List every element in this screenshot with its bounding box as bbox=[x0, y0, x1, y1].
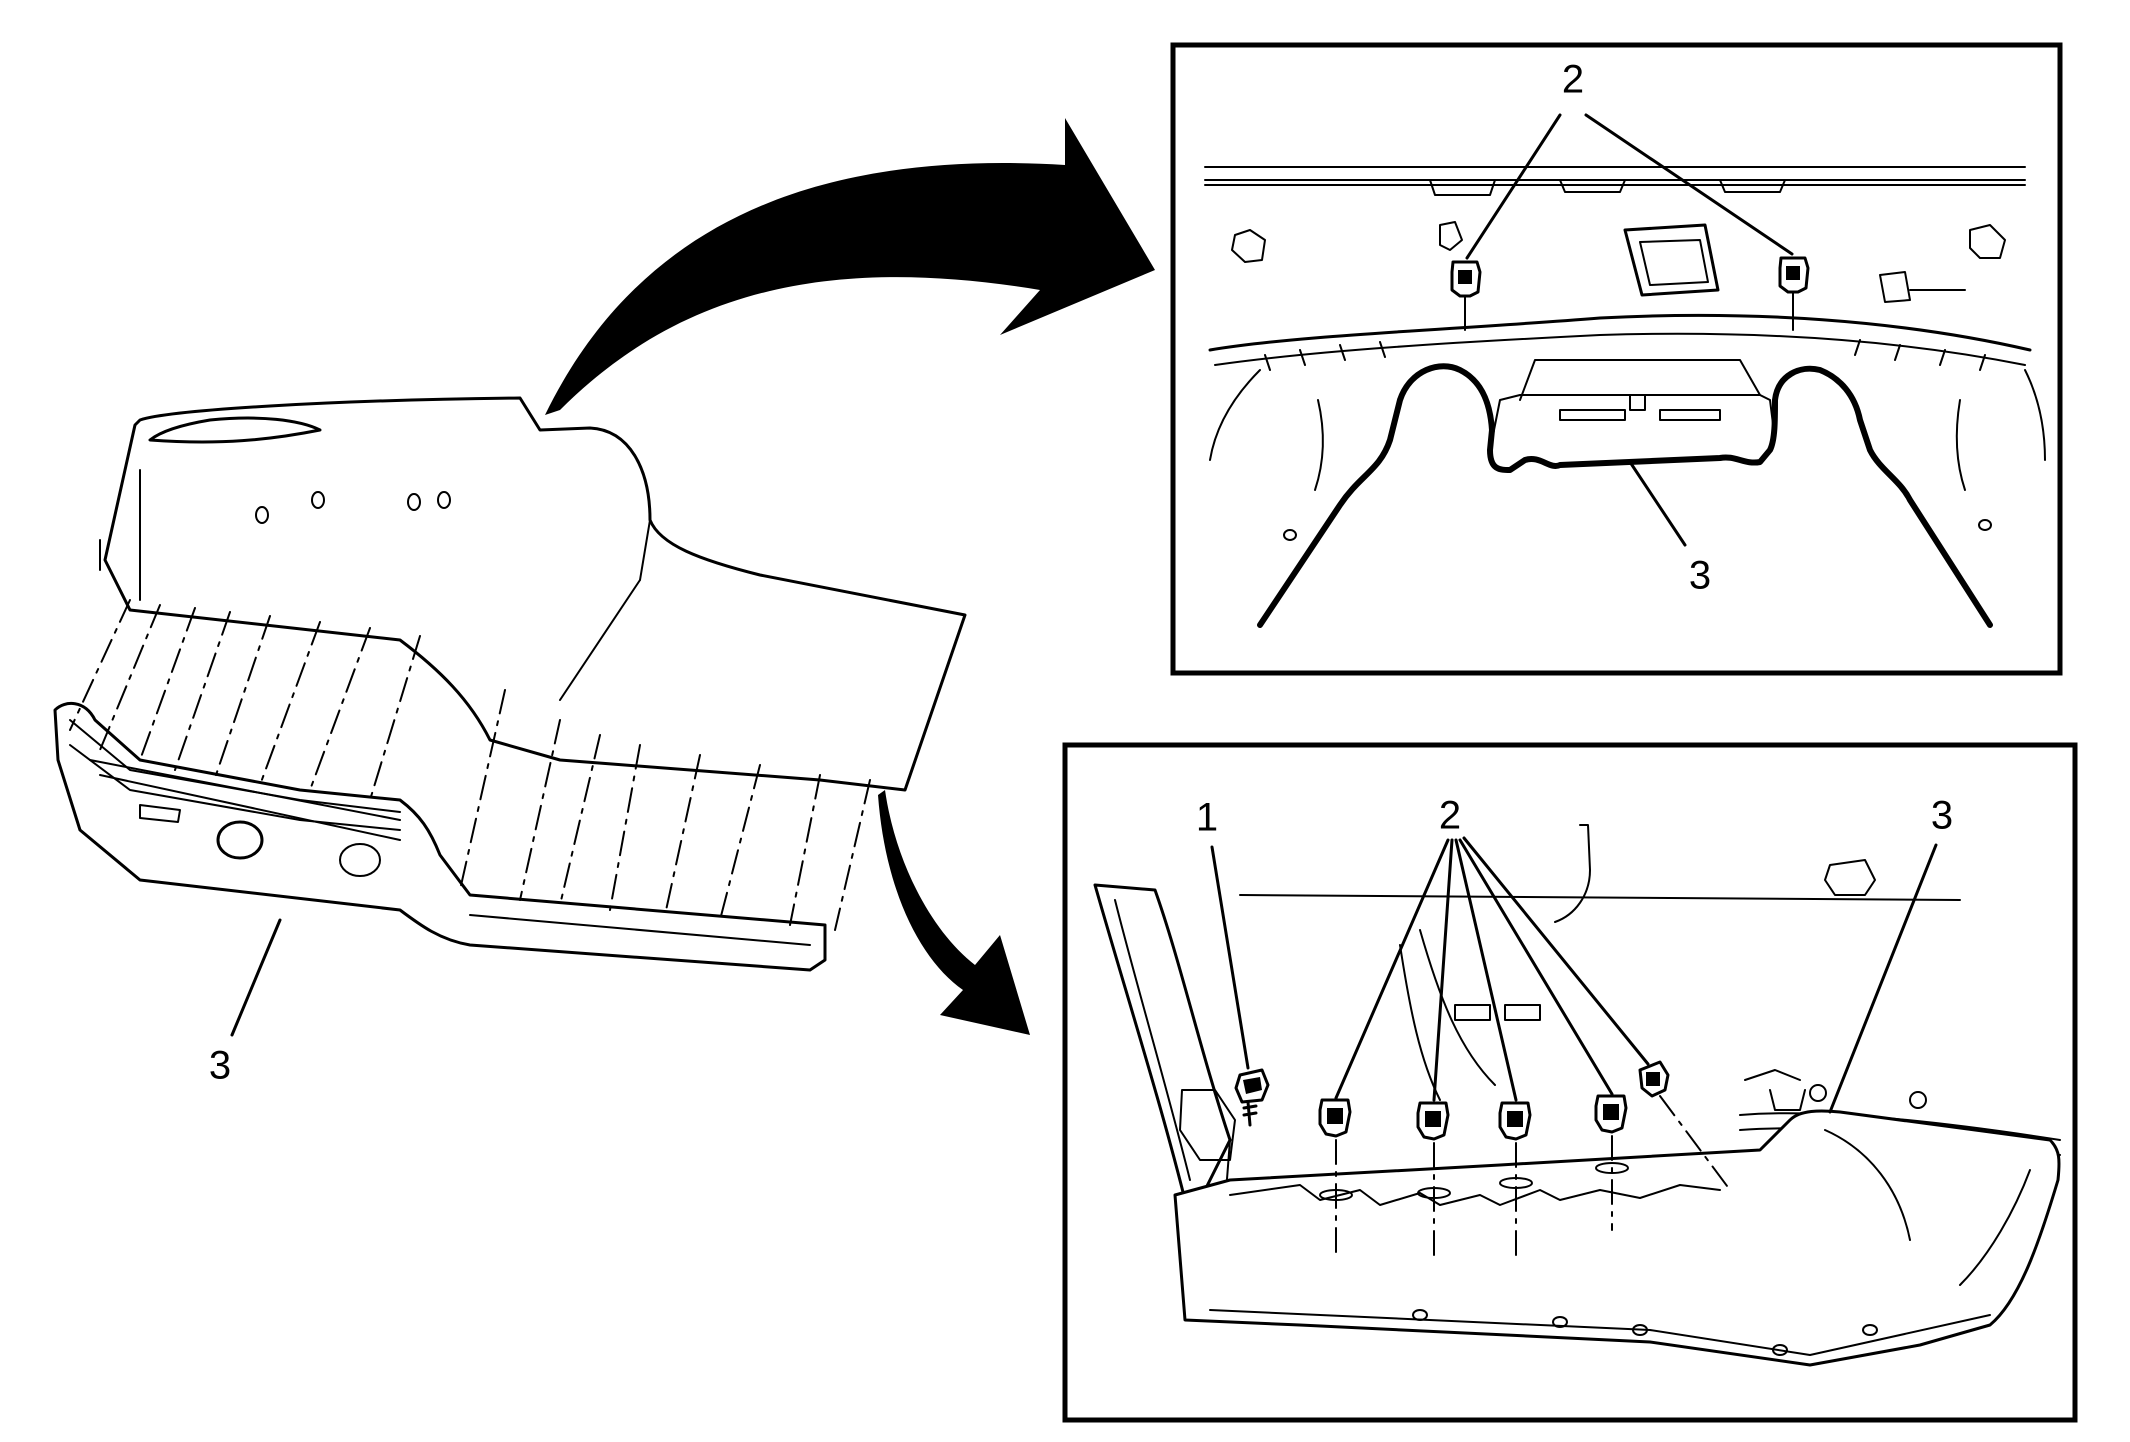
bottom-inset: 1 2 3 bbox=[1062, 742, 2078, 1423]
bottom-clip-5 bbox=[1638, 1060, 1731, 1191]
screw-fastener bbox=[1234, 1068, 1270, 1127]
top-inset-lower-fascia bbox=[1257, 363, 1993, 628]
top-callout-2: 2 bbox=[1562, 58, 1584, 102]
bottom-clip-1 bbox=[1318, 1098, 1353, 1261]
top-inset: 2 3 bbox=[1170, 42, 2063, 676]
bottom-leader-2d bbox=[1458, 838, 1614, 1096]
bottom-inset-lower-fascia bbox=[1173, 1109, 2061, 1367]
lower-fascia-overview bbox=[53, 701, 827, 972]
overview-illustration: 3 bbox=[53, 396, 967, 1088]
top-leader-3 bbox=[1628, 460, 1687, 547]
overview-leader-3 bbox=[230, 918, 282, 1037]
arrow-to-bottom-inset bbox=[878, 790, 1030, 1035]
top-leader-2-right bbox=[1584, 113, 1794, 256]
top-callout-3: 3 bbox=[1689, 554, 1711, 598]
overview-callout-3: 3 bbox=[209, 1044, 231, 1088]
bottom-clip-2 bbox=[1416, 1101, 1451, 1261]
bottom-leader-1 bbox=[1210, 845, 1250, 1070]
bottom-leader-2b bbox=[1432, 838, 1454, 1102]
bottom-callout-1: 1 bbox=[1196, 796, 1218, 840]
bottom-clip-3 bbox=[1498, 1101, 1533, 1261]
arrow-to-top-inset bbox=[545, 118, 1155, 415]
bottom-leader-3 bbox=[1828, 843, 1938, 1114]
bottom-leader-2e bbox=[1462, 836, 1650, 1066]
bumper-upper-body bbox=[103, 396, 967, 792]
top-leader-2-left bbox=[1465, 113, 1562, 260]
alignment-lines bbox=[69, 599, 871, 931]
bottom-leader-2a bbox=[1334, 838, 1450, 1100]
bottom-callout-2: 2 bbox=[1439, 794, 1461, 838]
bottom-clip-4 bbox=[1594, 1094, 1629, 1231]
bottom-leader-2c bbox=[1454, 838, 1518, 1102]
bottom-callout-3: 3 bbox=[1931, 794, 1953, 838]
